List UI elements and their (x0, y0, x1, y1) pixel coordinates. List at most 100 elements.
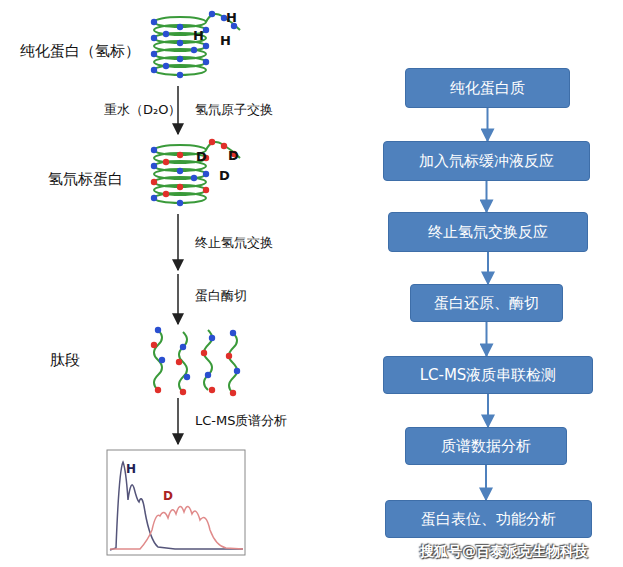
hydrogen-dots (177, 40, 183, 46)
flow-arrow-line (487, 252, 489, 284)
deuterium-dots (226, 353, 232, 359)
process-box: 质谱数据分析 (405, 427, 567, 465)
hydrogen-dots (163, 31, 169, 37)
caption-text: 氢氘标蛋白 (48, 170, 123, 189)
hydrogen-dots (191, 47, 197, 53)
atom-label: H (226, 10, 237, 25)
hydrogen-dots (177, 200, 183, 206)
process-box: LC-MS液质串联检测 (383, 356, 593, 394)
deuterium-dots (201, 350, 207, 356)
box-text: 蛋白表位、功能分析 (421, 510, 556, 529)
atom-label: D (228, 148, 239, 163)
hydrogen-dots (155, 327, 240, 380)
step-label: 蛋白酶切 (195, 287, 247, 305)
caption-text: 肽段 (50, 351, 80, 370)
hydrogen-dots (151, 51, 157, 57)
hydrogen-dots (203, 59, 209, 65)
step-label: LC-MS质谱分析 (195, 412, 287, 430)
process-arrow (177, 214, 179, 270)
protein-helix (154, 142, 240, 203)
deuterium-dots (177, 184, 183, 190)
flow-arrow (486, 181, 487, 212)
hydrogen-dots (177, 72, 183, 78)
process-box: 加入氘标缓冲液反应 (383, 141, 590, 181)
deuterium-dots (151, 139, 237, 197)
process-arrow (177, 274, 179, 324)
process-box: 纯化蛋白质 (405, 68, 570, 108)
deuterium-dots (203, 187, 209, 193)
deuterium-dots (180, 389, 186, 395)
hydrogen-dots (151, 19, 157, 25)
hydrogen-dots (151, 35, 157, 41)
flow-arrow-line (487, 108, 489, 141)
deuterium-dots (177, 152, 183, 158)
hydrogen-spectrum (110, 462, 243, 550)
deuterium-dots (151, 342, 236, 396)
flow-arrow (488, 394, 489, 427)
spectrum-frame (107, 450, 245, 555)
deuterium-dots (163, 191, 169, 197)
peak-label: D (163, 489, 173, 503)
atom-label: H (193, 28, 204, 43)
deuterium-dots (163, 159, 169, 165)
hydrogen-dots (180, 344, 186, 350)
process-arrow (177, 86, 179, 444)
watermark: 搜狐号@百泰派克生物科技 (420, 543, 588, 561)
flow-arrow (488, 252, 489, 284)
process-arrow (177, 398, 179, 444)
process-box: 蛋白表位、功能分析 (385, 500, 592, 538)
box-text: 纯化蛋白质 (450, 79, 525, 98)
hydrogen-dots (151, 11, 237, 78)
hydrogen-dots (191, 175, 197, 181)
process-box: 蛋白还原、酶切 (410, 284, 563, 322)
deuterium-dots (230, 390, 236, 396)
flow-arrow (486, 322, 487, 356)
step-label: 氢氘原子交换 (195, 101, 273, 119)
deuterium-dots (209, 139, 215, 145)
hydrogen-dots (209, 11, 215, 17)
box-text: 加入氘标缓冲液反应 (419, 152, 554, 171)
peptide-strands (229, 333, 237, 393)
deuterium-dots (209, 387, 215, 393)
flow-arrow (487, 108, 488, 141)
flow-arrow-line (486, 181, 488, 212)
flow-arrow-line (486, 322, 488, 356)
deuterium-dots (221, 143, 227, 149)
deuterium-spectrum (110, 506, 243, 549)
process-box: 终止氢氘交换反应 (388, 212, 588, 252)
box-text: 蛋白还原、酶切 (434, 294, 539, 313)
hydrogen-dots (177, 24, 183, 30)
hydrogen-dots (151, 147, 209, 206)
atom-label: H (220, 33, 231, 48)
hydrogen-dots (151, 163, 157, 169)
hydrogen-dots (177, 168, 183, 174)
step-label: 重水（D₂O） (104, 101, 181, 119)
hydrogen-dots (159, 357, 165, 363)
hydrogen-dots (155, 327, 161, 333)
hydrogen-dots (151, 67, 157, 73)
hydrogen-dots (205, 372, 211, 378)
deuterium-dots (176, 359, 182, 365)
hydrogen-dots (203, 43, 209, 49)
peak-label: H (126, 462, 136, 476)
step-label: 终止氢氘交换 (195, 234, 273, 252)
hydrogen-dots (184, 374, 190, 380)
atom-label: D (196, 149, 207, 164)
deuterium-dots (155, 387, 161, 393)
box-text: 质谱数据分析 (441, 437, 531, 456)
hydrogen-dots (163, 63, 169, 69)
hydrogen-dots (151, 147, 157, 153)
box-text: LC-MS液质串联检测 (420, 366, 557, 385)
flow-arrow-line (487, 394, 489, 427)
hydrogen-dots (209, 335, 215, 341)
deuterium-dots (151, 179, 157, 185)
hydrogen-dots (203, 171, 209, 177)
deuterium-dots (151, 342, 157, 348)
peptide-strands (154, 330, 237, 393)
flow-arrow (486, 465, 487, 500)
box-text: 终止氢氘交换反应 (428, 223, 548, 242)
hydrogen-dots (230, 330, 236, 336)
flow-arrow-line (485, 465, 487, 500)
hydrogen-dots (234, 368, 240, 374)
